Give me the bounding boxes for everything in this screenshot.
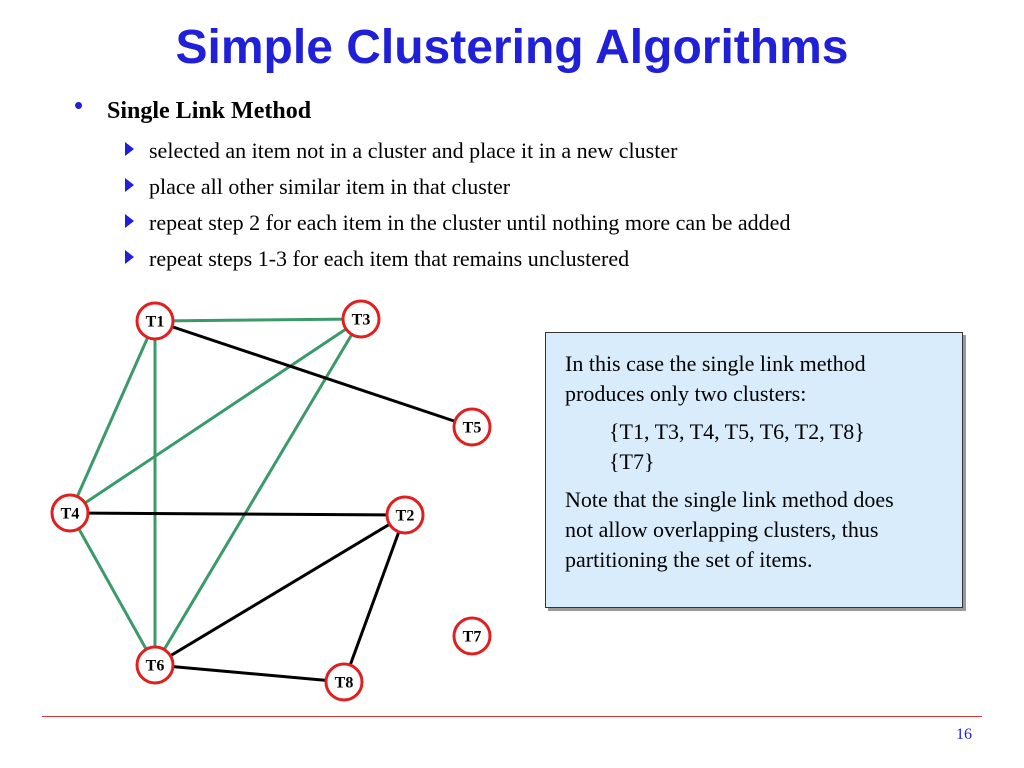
- sub-bullet-list: selected an item not in a cluster and pl…: [125, 138, 945, 282]
- edge-t6-t8: [154, 663, 345, 684]
- graph-node-t7: T7: [452, 616, 492, 656]
- node-label: T8: [335, 675, 354, 692]
- edge-t2-t6: [154, 513, 406, 667]
- edge-t2-t8: [342, 514, 407, 683]
- note-line: not allow overlapping clusters, thus: [565, 517, 879, 542]
- edge-t3-t4: [69, 317, 362, 515]
- graph-node-t2: T2: [385, 495, 425, 535]
- explanation-box: In this case the single link method prod…: [545, 332, 963, 608]
- node-label: T6: [146, 658, 165, 675]
- edge-t4-t6: [68, 512, 157, 666]
- node-label: T4: [61, 506, 80, 523]
- sub-bullet-text: repeat steps 1-3 for each item that rema…: [149, 246, 630, 271]
- bullet-dot-icon: •: [74, 90, 84, 120]
- node-circle: [452, 616, 492, 656]
- sub-bullet-item: selected an item not in a cluster and pl…: [125, 138, 945, 174]
- edge-t4-t2: [69, 511, 406, 517]
- edge-t1-t4: [68, 320, 157, 514]
- graph-node-t4: T4: [50, 493, 90, 533]
- triangle-right-icon: [125, 214, 134, 228]
- node-label: T3: [352, 312, 371, 329]
- sub-bullet-text: selected an item not in a cluster and pl…: [149, 138, 678, 163]
- triangle-right-icon: [125, 250, 134, 264]
- node-circle: [452, 407, 492, 447]
- triangle-right-icon: [125, 142, 134, 156]
- graph-node-t6: T6: [135, 645, 175, 685]
- node-circle: [135, 645, 175, 685]
- sub-bullet-text: repeat step 2 for each item in the clust…: [149, 210, 791, 235]
- node-label: T7: [463, 629, 482, 646]
- intro-line: In this case the single link method: [565, 351, 866, 376]
- node-circle: [50, 493, 90, 533]
- graph-edges: [68, 317, 473, 684]
- graph-node-t5: T5: [452, 407, 492, 447]
- sub-bullet-item: repeat step 2 for each item in the clust…: [125, 210, 945, 246]
- slide-title: Simple Clustering Algorithms: [175, 21, 849, 74]
- main-bullet-text: Single Link Method: [107, 98, 312, 124]
- node-circle: [135, 301, 175, 341]
- page-number: 16: [956, 726, 972, 743]
- edge-t1-t5: [154, 319, 473, 429]
- graph-node-t3: T3: [341, 299, 381, 339]
- sub-bullet-item: repeat steps 1-3 for each item that rema…: [125, 246, 945, 282]
- edge-t1-t3: [154, 317, 362, 323]
- graph-node-t1: T1: [135, 301, 175, 341]
- note-line: Note that the single link method does: [565, 487, 894, 512]
- cluster-set: {T1, T3, T4, T5, T6, T2, T8}: [609, 419, 865, 444]
- node-circle: [341, 299, 381, 339]
- node-label: T2: [396, 508, 415, 525]
- sub-bullet-text: place all other similar item in that clu…: [149, 174, 511, 199]
- note-line: partitioning the set of items.: [565, 547, 813, 572]
- sub-bullet-item: place all other similar item in that clu…: [125, 174, 945, 210]
- node-label: T1: [146, 314, 165, 331]
- graph-node-t8: T8: [324, 662, 364, 702]
- node-circle: [324, 662, 364, 702]
- triangle-right-icon: [125, 178, 134, 192]
- intro-line: produces only two clusters:: [565, 381, 807, 406]
- node-label: T5: [463, 420, 482, 437]
- edge-t3-t6: [153, 318, 363, 666]
- footer-divider: [42, 716, 982, 717]
- cluster-set: {T7}: [609, 449, 655, 474]
- node-circle: [385, 495, 425, 535]
